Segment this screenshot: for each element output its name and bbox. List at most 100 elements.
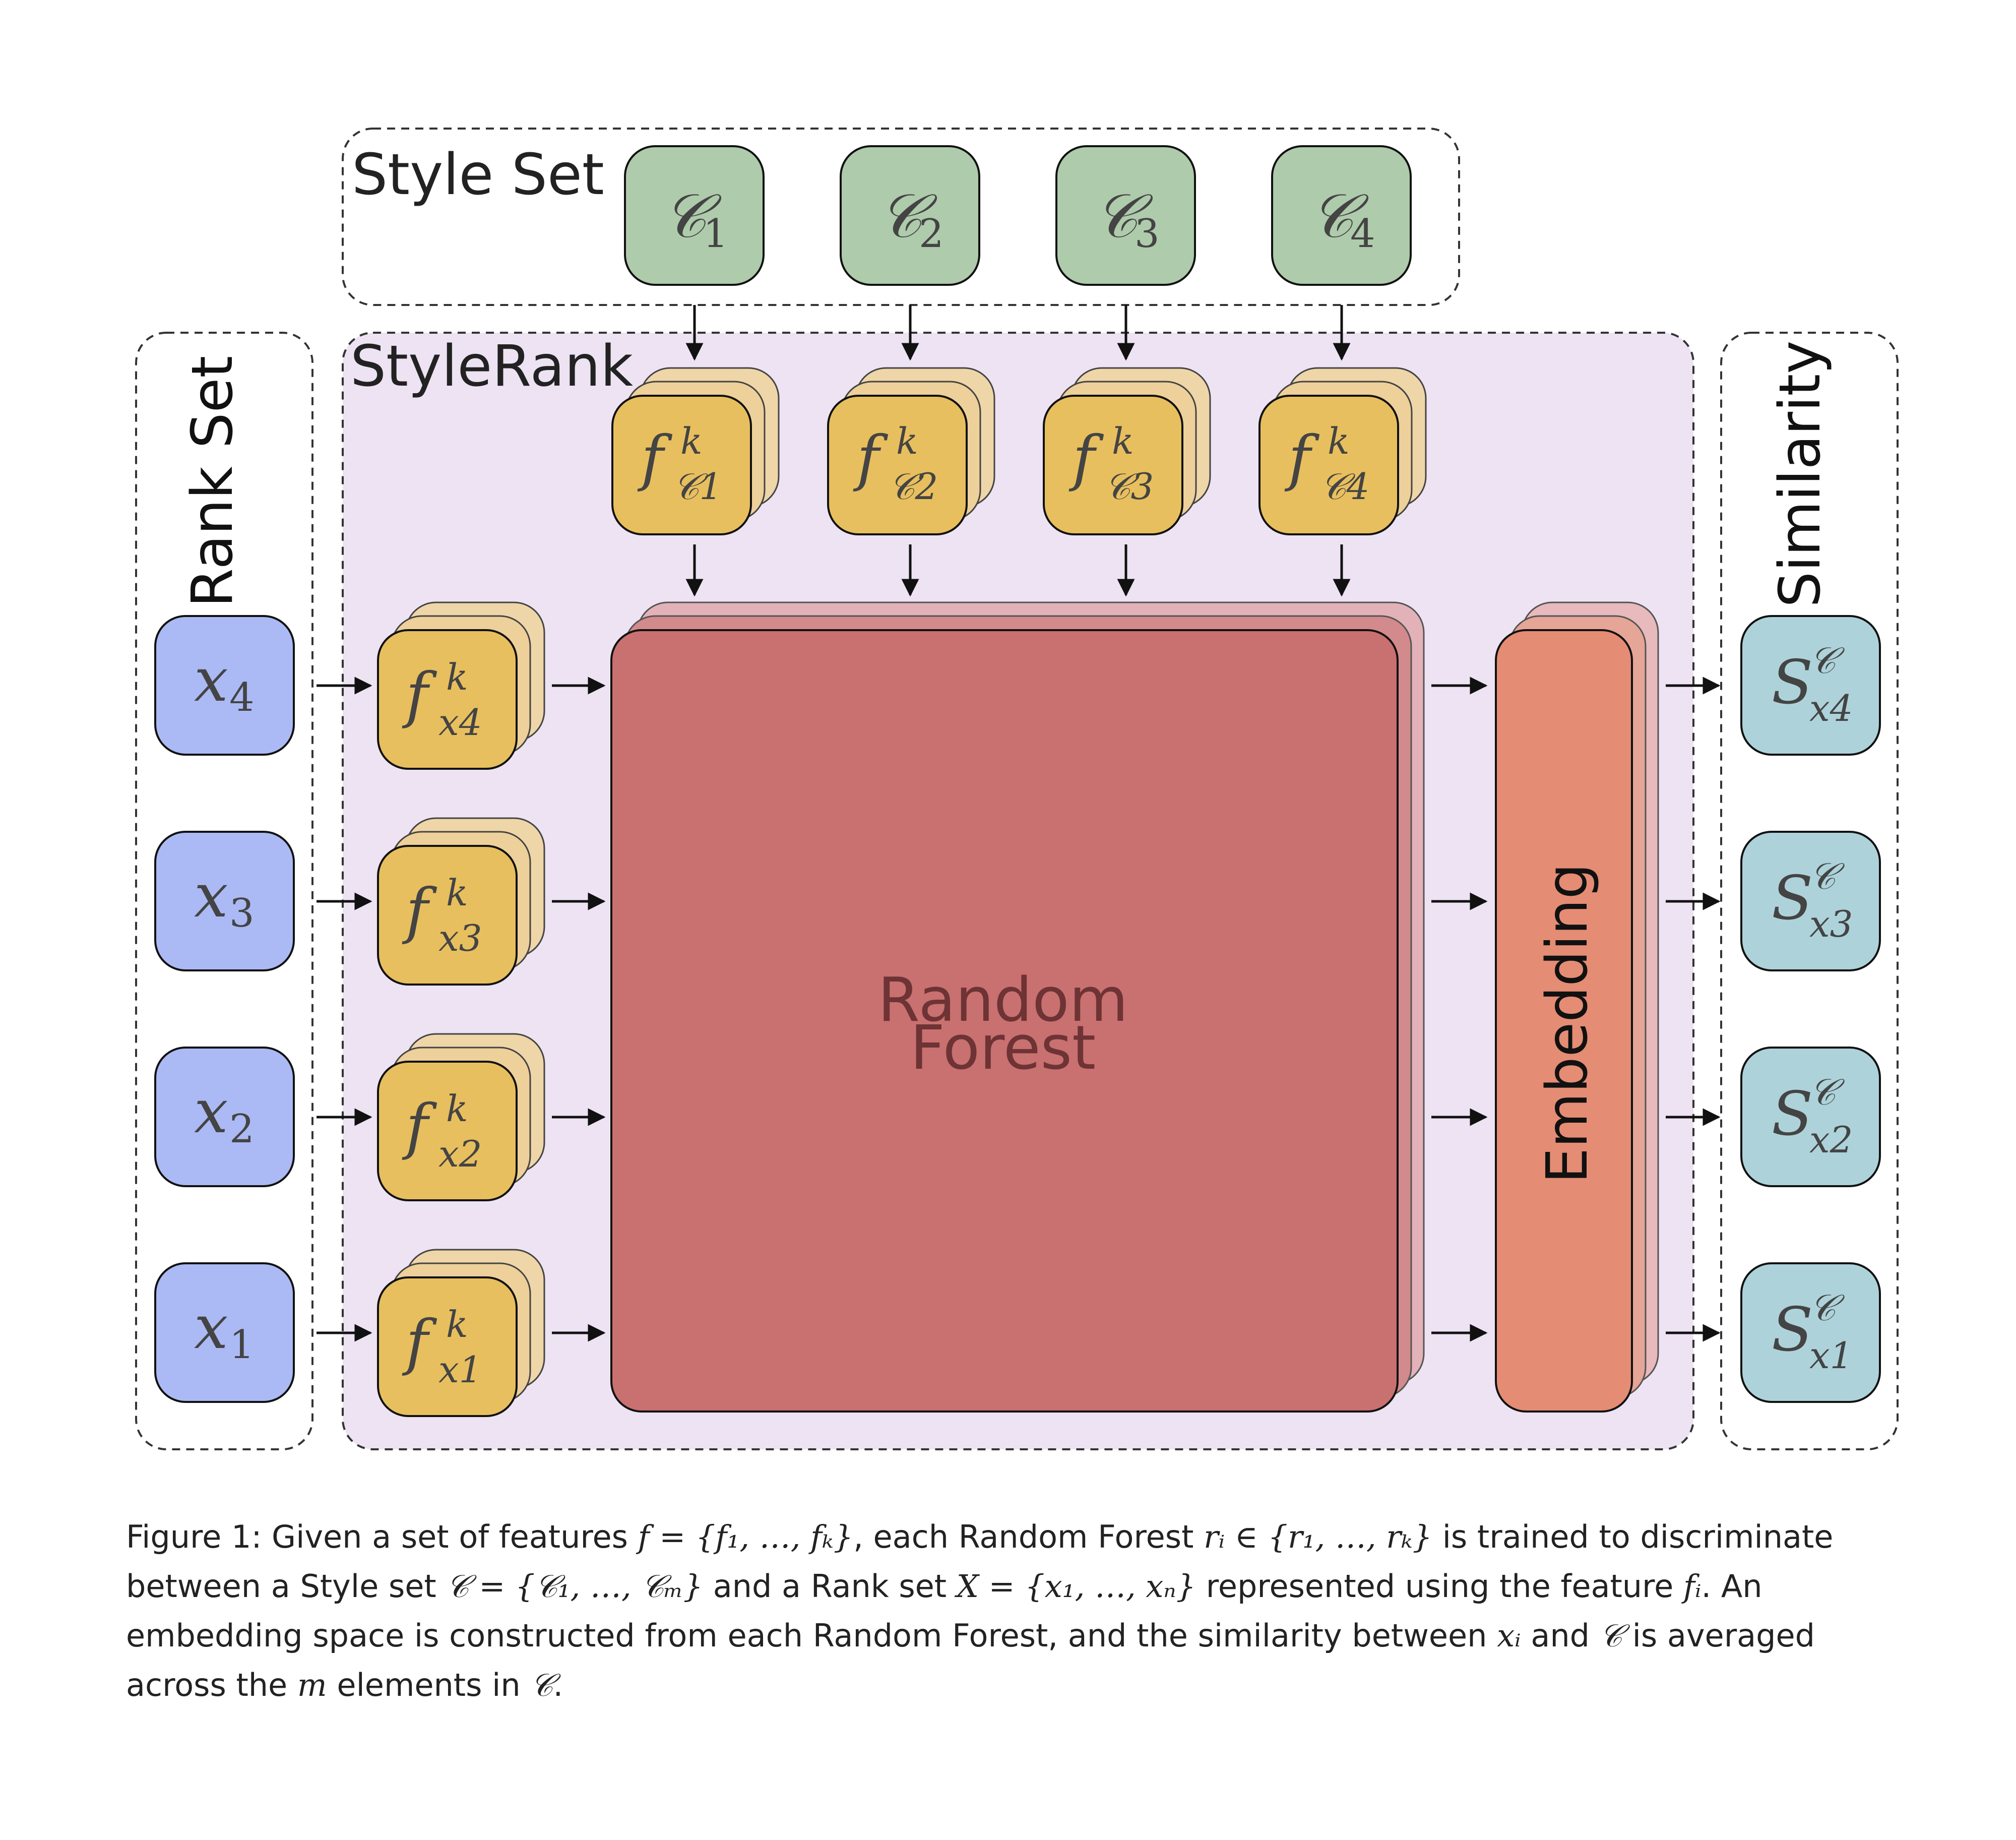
similarity-items: S 𝒞 x4 S 𝒞 x3 S 𝒞 x2 S 𝒞 x1 [1740,615,1881,1403]
style-item-2: 𝒞 2 [840,145,980,286]
svg-text:3: 3 [1135,211,1160,257]
svg-text:x1: x1 [1809,1334,1853,1377]
svg-text:𝒞1: 𝒞1 [673,465,722,508]
similarity-item-4: S 𝒞 x4 [1740,615,1881,756]
svg-text:k: k [1112,420,1134,462]
rank-feature-3: f k x3 [377,817,545,986]
caption-text: , each Random Forest [853,1518,1204,1555]
random-forest: Random Forest [610,601,1425,1413]
svg-text:1: 1 [703,211,728,257]
caption-math: rᵢ ∈ {r₁, …, rₖ} [1204,1518,1432,1555]
svg-text:x1: x1 [438,1348,482,1391]
style-items: 𝒞 1 𝒞 2 𝒞 3 𝒞 4 [624,145,1412,286]
svg-text:x4: x4 [1809,687,1853,729]
caption-text: Figure 1: Given a set of features [126,1518,638,1555]
svg-text:𝒞4: 𝒞4 [1320,465,1369,508]
svg-text:2: 2 [229,1107,255,1152]
rank-feature-2: f k x2 [377,1033,545,1201]
svg-text:x3: x3 [438,917,482,959]
svg-text:𝒞3: 𝒞3 [1104,465,1154,508]
svg-text:1: 1 [229,1322,255,1368]
caption-math: 𝒞 = {𝒞₁, …, 𝒞ₘ} [446,1568,703,1605]
svg-text:x3: x3 [1809,903,1853,945]
style-feature-3: f k 𝒞3 [1043,367,1211,535]
similarity-region [1720,332,1899,1450]
caption-text: elements in [327,1667,531,1703]
svg-text:x4: x4 [438,701,482,744]
style-item-1: 𝒞 1 [624,145,765,286]
caption-math: X = {x₁, …, xₙ} [956,1568,1196,1605]
embedding-label: Embedding [1535,863,1600,1183]
style-feature-4: f k 𝒞4 [1258,367,1427,535]
rank-set-label: Rank Set [180,356,245,607]
svg-text:S: S [1772,648,1813,718]
svg-text:2: 2 [919,211,944,257]
caption-math: xᵢ [1497,1617,1521,1654]
style-item-4: 𝒞 4 [1271,145,1412,286]
rank-item-1: x 1 [154,1262,295,1403]
svg-text:k: k [446,1087,468,1130]
style-set-region [342,128,1460,306]
rank-item-4: x 4 [154,615,295,756]
feature-to-forest-arrows [685,544,1351,597]
caption-math: 𝒞 [530,1667,553,1703]
svg-text:3: 3 [229,891,255,936]
forest-to-embedding-arrows [1431,677,1488,1342]
rank-item-2: x 2 [154,1047,295,1187]
svg-text:k: k [896,420,918,462]
rank-feature-4: f k x4 [377,601,545,770]
rank-arrows [317,677,372,1342]
svg-text:x: x [194,1077,228,1147]
caption-math: m [297,1667,327,1703]
rank-features: f k x4 f k x3 f k x2 f k x1 [377,601,545,1417]
style-feature-2: f k 𝒞2 [827,367,995,535]
rank-set-region [135,332,313,1450]
similarity-item-2: S 𝒞 x2 [1740,1047,1881,1187]
style-item-3: 𝒞 3 [1055,145,1196,286]
similarity-item-1: S 𝒞 x1 [1740,1262,1881,1403]
random-forest-label-line1: Random [878,965,1128,1035]
caption-text: . [553,1667,563,1703]
svg-text:x: x [194,645,228,715]
svg-text:x2: x2 [1809,1119,1853,1161]
svg-text:k: k [446,1303,468,1345]
svg-text:x: x [194,861,228,931]
caption-text: is averaged across the [126,1617,1815,1703]
style-features: f k 𝒞1 f k 𝒞2 f k 𝒞3 f k 𝒞4 [611,367,1427,535]
rank-items: x 4 x 3 x 2 x 1 [154,615,295,1403]
svg-text:k: k [1328,420,1350,462]
svg-text:S: S [1772,1079,1813,1149]
svg-text:x: x [194,1293,228,1363]
svg-text:4: 4 [1350,211,1375,257]
embedding: Embedding [1495,601,1659,1413]
embedding-to-similarity-arrows [1666,677,1721,1342]
random-forest-label-line2: Forest [910,1013,1096,1083]
caption-math: 𝒞 [1599,1617,1622,1654]
caption-math: fᵢ [1683,1568,1702,1605]
svg-text:S: S [1772,1295,1813,1365]
rank-feature-1: f k x1 [377,1249,545,1417]
similarity-item-3: S 𝒞 x3 [1740,831,1881,971]
style-feature-1: f k 𝒞1 [611,367,780,535]
svg-text:k: k [446,656,468,698]
style-arrows [685,305,1351,361]
svg-text:S: S [1772,864,1813,934]
similarity-label: Similarity [1768,340,1833,607]
svg-text:k: k [680,420,703,462]
svg-text:x2: x2 [438,1133,482,1175]
caption-text: and a Rank set [703,1568,957,1605]
svg-text:𝒞2: 𝒞2 [889,465,938,508]
caption-text: . An embedding space is constructed from… [126,1568,1762,1654]
caption-text: is trained to discriminate between a Sty… [126,1518,1834,1605]
rank-item-3: x 3 [154,831,295,971]
svg-text:4: 4 [229,675,255,720]
caption-text: represented using the feature [1195,1568,1684,1605]
style-set-label: Style Set [352,142,604,208]
caption-text: and [1521,1617,1600,1654]
rank-feature-to-forest-arrows [552,677,606,1342]
svg-text:k: k [446,872,468,914]
figure-caption: Figure 1: Given a set of features f = {f… [126,1512,1900,1710]
caption-math: f = {f₁, …, fₖ} [638,1518,854,1555]
stylerank-label: StyleRank [350,334,633,399]
stylerank-diagram: StyleRank Style Set Rank Set Similarity … [135,128,1899,1450]
